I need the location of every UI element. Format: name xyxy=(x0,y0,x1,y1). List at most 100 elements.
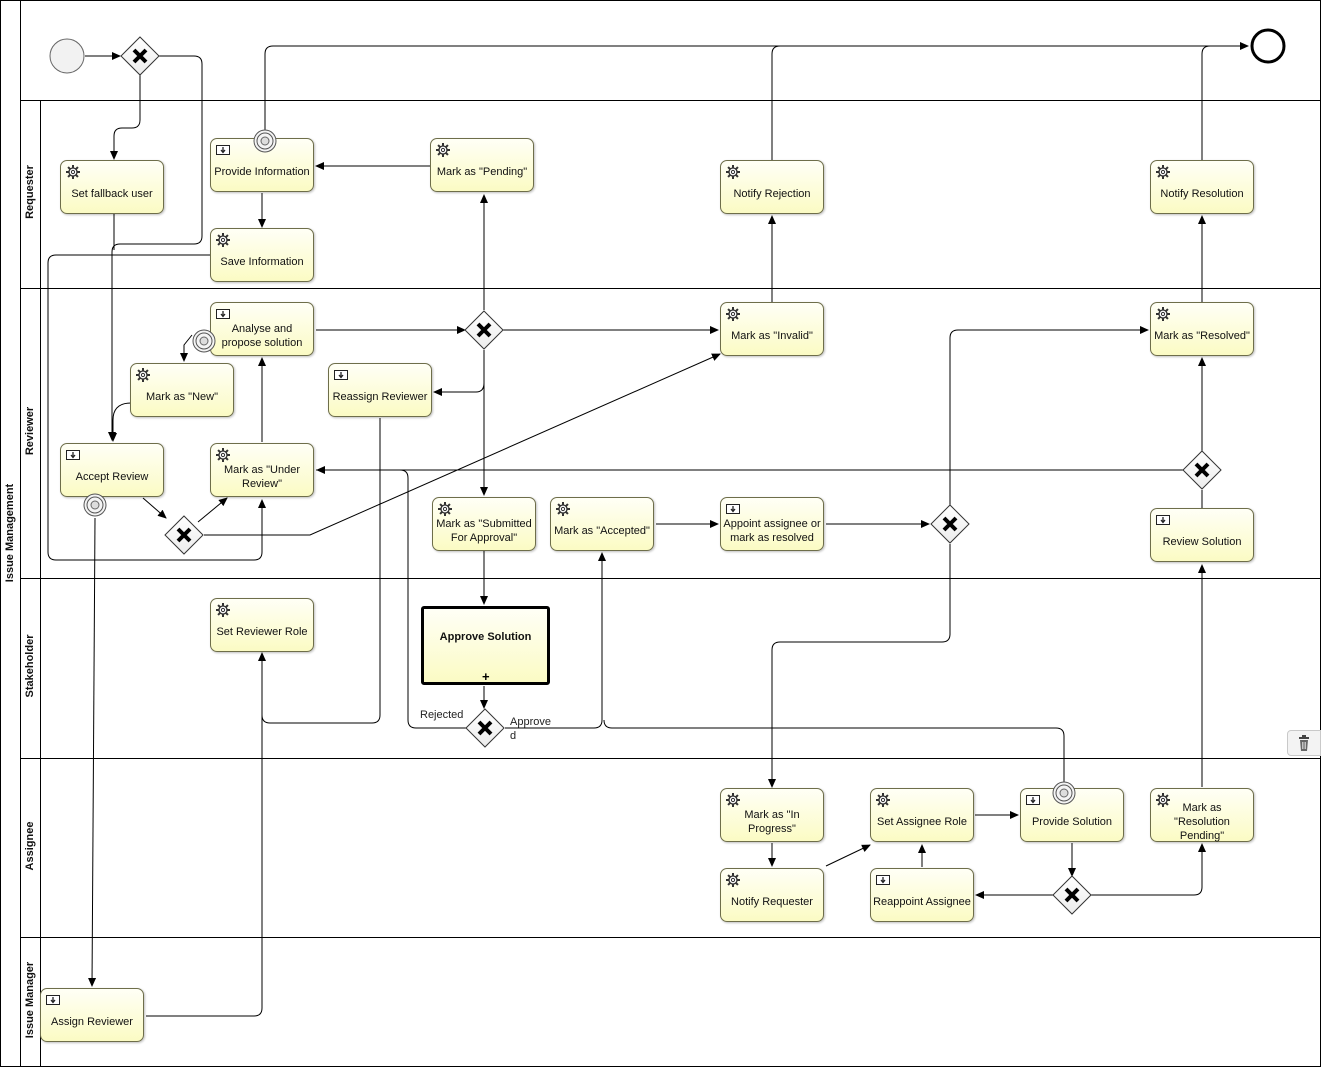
user-task-icon xyxy=(216,309,230,319)
task-label: Notify Rejection xyxy=(733,188,811,200)
gear-icon xyxy=(726,873,740,887)
task-analyse-propose-solution[interactable]: Analyse and propose solution xyxy=(210,302,314,356)
gear-icon xyxy=(436,143,450,157)
user-task-icon xyxy=(1026,795,1040,805)
task-label: Accept Review xyxy=(75,471,149,483)
lane-label-assignee: Assignee xyxy=(24,821,36,871)
task-notify-rejection[interactable]: Notify Rejection xyxy=(720,160,824,214)
gear-icon xyxy=(726,793,740,807)
gear-icon xyxy=(216,448,230,462)
gear-icon xyxy=(66,165,80,179)
task-appoint-assignee[interactable]: Appoint assignee or mark as resolved xyxy=(720,497,824,551)
task-set-fallback-user[interactable]: Set fallback user xyxy=(60,160,164,214)
task-mark-invalid[interactable]: Mark as "Invalid" xyxy=(720,302,824,356)
task-provide-information[interactable]: Provide Information xyxy=(210,138,314,192)
task-assign-reviewer[interactable]: Assign Reviewer xyxy=(40,988,144,1042)
task-label: Reassign Reviewer xyxy=(332,391,428,403)
task-label: Mark as "Resolved" xyxy=(1154,330,1250,342)
exclusive-gateway-icon[interactable] xyxy=(465,708,505,748)
exclusive-gateway-icon[interactable] xyxy=(120,36,160,76)
lane-label-issue-manager: Issue Manager xyxy=(24,961,36,1039)
timer-event-icon[interactable] xyxy=(1051,780,1077,806)
task-save-information[interactable]: Save Information xyxy=(210,228,314,282)
sequence-flows xyxy=(47,42,1249,1017)
task-notify-resolution[interactable]: Notify Resolution xyxy=(1150,160,1254,214)
trash-icon xyxy=(1299,735,1309,751)
task-mark-in-progress[interactable]: Mark as "In Progress" xyxy=(720,788,824,842)
exclusive-gateway-icon[interactable] xyxy=(164,515,204,555)
exclusive-gateway-icon[interactable] xyxy=(1052,875,1092,915)
task-label: Mark as "Invalid" xyxy=(731,330,813,342)
task-label: Set fallback user xyxy=(71,188,153,200)
task-set-reviewer-role[interactable]: Set Reviewer Role xyxy=(210,598,314,652)
task-label: Notify Resolution xyxy=(1160,188,1244,200)
task-notify-requester[interactable]: Notify Requester xyxy=(720,868,824,922)
delete-button[interactable] xyxy=(1287,730,1321,756)
gear-icon xyxy=(438,502,452,516)
task-label: Set Reviewer Role xyxy=(216,626,308,638)
task-label: Save Information xyxy=(220,256,304,268)
gear-icon xyxy=(876,793,890,807)
timer-event-icon[interactable] xyxy=(82,492,108,518)
user-task-icon xyxy=(216,145,230,155)
task-label: Assign Reviewer xyxy=(51,1016,133,1028)
task-label: Mark as "Accepted" xyxy=(554,525,650,537)
subprocess-approve-solution[interactable]: Approve Solution + xyxy=(421,606,550,685)
task-mark-pending[interactable]: Mark as "Pending" xyxy=(430,138,534,192)
user-task-icon xyxy=(726,504,740,514)
user-task-icon xyxy=(66,450,80,460)
task-label: Review Solution xyxy=(1162,536,1242,548)
task-label: Mark as "Pending" xyxy=(436,166,528,178)
task-mark-new[interactable]: Mark as "New" xyxy=(130,363,234,417)
gear-icon xyxy=(556,502,570,516)
task-mark-resolved[interactable]: Mark as "Resolved" xyxy=(1150,302,1254,356)
task-label: Set Assignee Role xyxy=(877,816,967,828)
gear-icon xyxy=(216,233,230,247)
task-reappoint-assignee[interactable]: Reappoint Assignee xyxy=(870,868,974,922)
task-mark-under-review[interactable]: Mark as "Under Review" xyxy=(210,443,314,497)
lane-label-stakeholder: Stakeholder xyxy=(24,634,36,698)
end-event[interactable] xyxy=(1250,28,1286,64)
timer-event-icon[interactable] xyxy=(252,128,278,154)
flow-label-approved: Approve xyxy=(510,716,551,728)
exclusive-gateway-icon[interactable] xyxy=(464,310,504,350)
exclusive-gateway-icon[interactable] xyxy=(1182,450,1222,490)
task-set-assignee-role[interactable]: Set Assignee Role xyxy=(870,788,974,842)
task-label: Mark as "Under Review" xyxy=(223,464,301,490)
user-task-icon xyxy=(46,995,60,1005)
task-label: Mark as "In Progress" xyxy=(744,809,800,835)
timer-event-icon[interactable] xyxy=(191,328,217,354)
task-label: Provide Information xyxy=(214,166,310,178)
gear-icon xyxy=(726,307,740,321)
lane-label-requester: Requester xyxy=(24,165,36,219)
exclusive-gateway-icon[interactable] xyxy=(930,504,970,544)
task-label: Mark as "Submitted For Approval" xyxy=(436,518,532,544)
task-accept-review[interactable]: Accept Review xyxy=(60,443,164,497)
task-reassign-reviewer[interactable]: Reassign Reviewer xyxy=(328,363,432,417)
user-task-icon xyxy=(1156,515,1170,525)
user-task-icon xyxy=(334,370,348,380)
task-label: Mark as "New" xyxy=(146,391,218,403)
task-label: Analyse and propose solution xyxy=(221,323,303,349)
flow-label-rejected: Rejected xyxy=(420,709,464,721)
task-review-solution[interactable]: Review Solution xyxy=(1150,508,1254,562)
task-label: Appoint assignee or mark as resolved xyxy=(723,518,821,544)
flow-label-approved-wrap: d xyxy=(510,730,517,742)
task-mark-resolution-pending[interactable]: Mark as "Resolution Pending" xyxy=(1150,788,1254,842)
lane-label-reviewer: Reviewer xyxy=(24,406,36,456)
gear-icon xyxy=(1156,307,1170,321)
gear-icon xyxy=(1156,165,1170,179)
gear-icon xyxy=(136,368,150,382)
start-event[interactable] xyxy=(49,38,85,74)
user-task-icon xyxy=(876,875,890,885)
task-label: Mark as "Resolution Pending" xyxy=(1174,802,1230,842)
pool-label: Issue Management xyxy=(4,483,16,583)
expand-icon[interactable]: + xyxy=(482,669,490,684)
gear-icon xyxy=(216,603,230,617)
task-mark-submitted-for-approval[interactable]: Mark as "Submitted For Approval" xyxy=(432,497,536,551)
task-mark-accepted[interactable]: Mark as "Accepted" xyxy=(550,497,654,551)
gear-icon xyxy=(1156,793,1170,807)
task-label: Reappoint Assignee xyxy=(873,896,971,908)
